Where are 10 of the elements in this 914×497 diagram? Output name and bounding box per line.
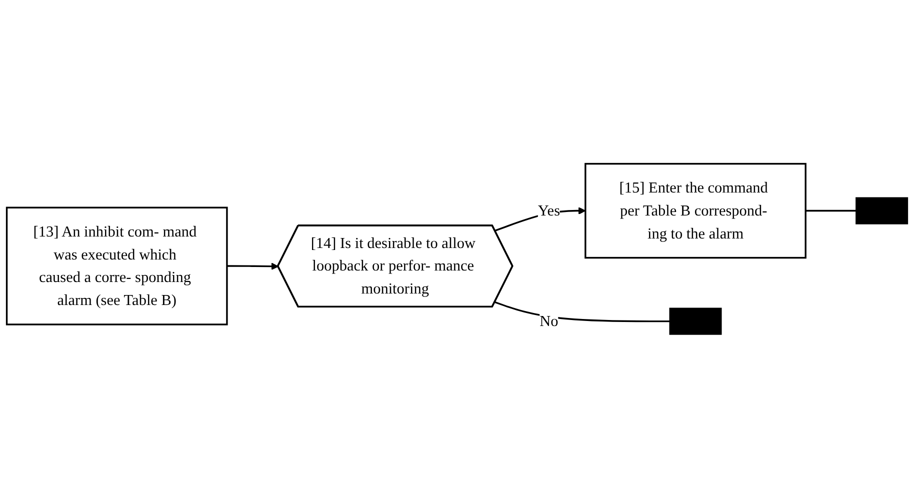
node-box: [13] An inhibit com- mand was executed which caused a corre- sponding alarm (see Table B) bbox=[6, 206, 228, 325]
node-bar bbox=[669, 307, 722, 334]
connector bbox=[806, 210, 856, 212]
node-box: [15] Enter the command per Table B correspond- ing to the alarm bbox=[584, 162, 806, 258]
arrow bbox=[494, 206, 586, 232]
arrow bbox=[226, 262, 279, 270]
connector bbox=[494, 301, 670, 322]
edge-label: Yes bbox=[538, 201, 560, 218]
edge-label: No bbox=[540, 312, 558, 329]
node-bar bbox=[856, 196, 908, 224]
